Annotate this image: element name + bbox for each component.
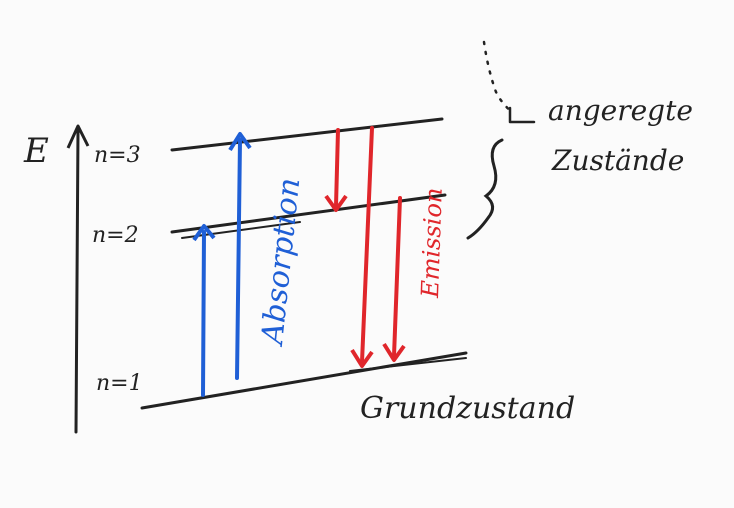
level-label-n1: n=1 — [96, 371, 143, 396]
energy-level-n2-double — [181, 221, 301, 239]
pointer-arrow-icon — [508, 106, 536, 124]
energy-axis-arrowhead — [66, 124, 90, 149]
emission-arrow-n3-to-n2 — [334, 128, 340, 208]
level-label-n3: n=3 — [94, 143, 141, 168]
energy-axis-label: E — [23, 131, 49, 171]
emission-arrowhead-n2 — [324, 194, 348, 212]
emission-arrow-n3-to-n1 — [360, 126, 374, 364]
emission-arrowhead-n1-right — [382, 342, 406, 362]
energy-level-n1-double — [349, 357, 467, 372]
emission-label: Emission — [416, 187, 448, 299]
energy-axis — [74, 128, 80, 434]
energy-level-n1 — [140, 351, 468, 410]
energy-level-n3 — [170, 117, 444, 152]
absorption-arrow-n1-to-n2 — [201, 230, 206, 397]
excited-states-label-line2: Zustände — [551, 144, 684, 177]
absorption-arrowhead-n2 — [192, 224, 216, 242]
ground-state-label: Grundzustand — [360, 391, 575, 426]
absorption-arrowhead-n3 — [228, 132, 252, 152]
energy-level-n2 — [170, 193, 447, 234]
curly-brace-icon — [466, 138, 504, 240]
excited-states-label-line1: angeregte — [548, 94, 693, 127]
emission-arrow-n2-to-n1 — [392, 196, 402, 358]
emission-arrowhead-n1-left — [350, 348, 374, 368]
level-label-n2: n=2 — [92, 223, 139, 248]
excited-states-dotted-line — [482, 40, 514, 114]
absorption-arrow-n1-to-n3 — [235, 138, 242, 380]
absorption-label: Absorption — [255, 176, 308, 349]
